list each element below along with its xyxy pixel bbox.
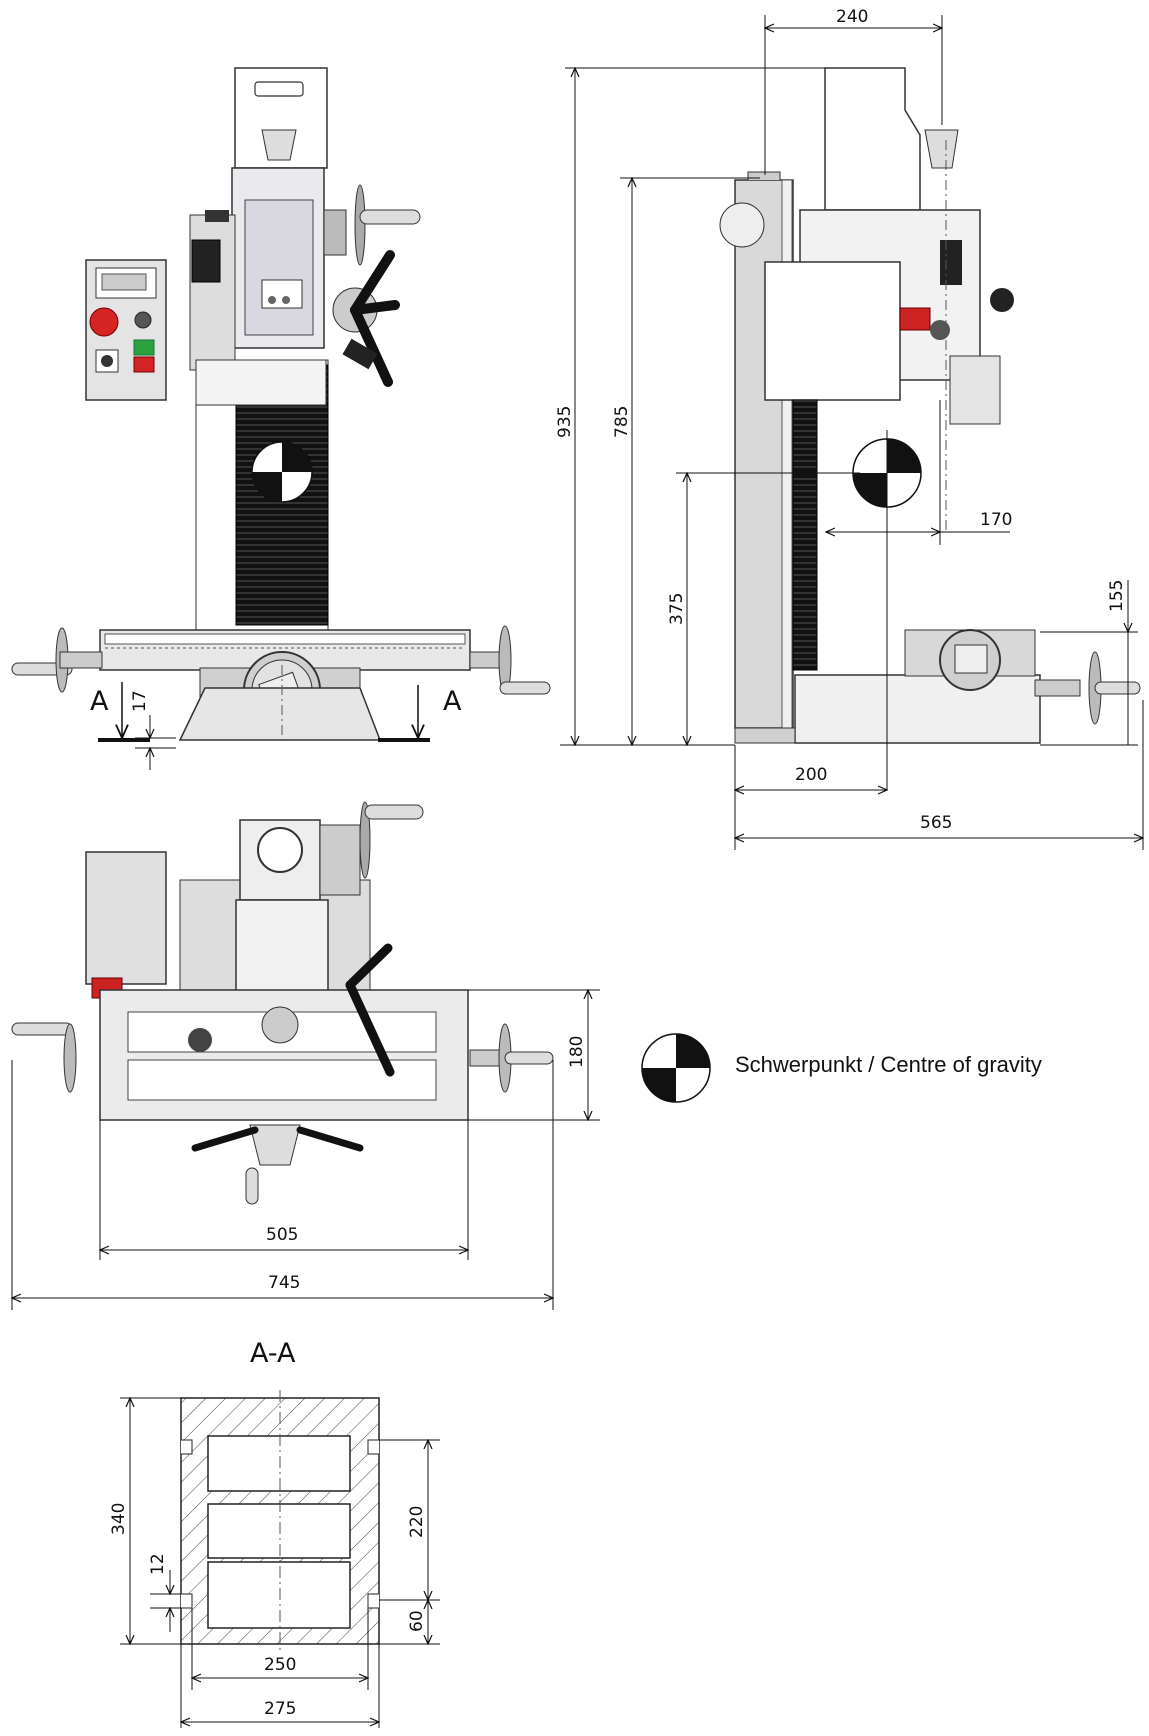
dim-505: 505 bbox=[266, 1225, 298, 1245]
dim-375: 375 bbox=[667, 593, 687, 625]
dim-250: 250 bbox=[264, 1655, 296, 1675]
dim-240: 240 bbox=[836, 7, 868, 27]
front-view: A A 17 bbox=[11, 67, 551, 770]
dim-170: 170 bbox=[980, 510, 1012, 530]
dim-17: 17 bbox=[130, 690, 150, 712]
section-mark-left: A bbox=[90, 686, 109, 717]
top-view: 180 505 745 bbox=[12, 801, 600, 1310]
dim-12: 12 bbox=[148, 1553, 168, 1575]
dim-275: 275 bbox=[264, 1699, 296, 1719]
centre-of-gravity-legend: Schwerpunkt / Centre of gravity bbox=[735, 1052, 1042, 1077]
dim-60: 60 bbox=[407, 1610, 427, 1632]
side-view: 240 935 785 375 170 155 200 565 bbox=[555, 7, 1143, 850]
dim-340: 340 bbox=[109, 1503, 129, 1535]
dim-565: 565 bbox=[920, 813, 952, 833]
dim-935: 935 bbox=[555, 406, 575, 438]
dim-220: 220 bbox=[407, 1506, 427, 1538]
centre-of-gravity-icon bbox=[641, 1033, 711, 1103]
section-mark-right: A bbox=[443, 686, 462, 717]
section-title: A-A bbox=[250, 1338, 296, 1369]
dim-785: 785 bbox=[612, 406, 632, 438]
section-a-a: A-A 340 12 220 60 250 bbox=[109, 1338, 440, 1728]
dim-155: 155 bbox=[1107, 580, 1127, 612]
dim-745: 745 bbox=[268, 1273, 300, 1293]
dim-200: 200 bbox=[795, 765, 827, 785]
dim-180: 180 bbox=[567, 1036, 587, 1068]
